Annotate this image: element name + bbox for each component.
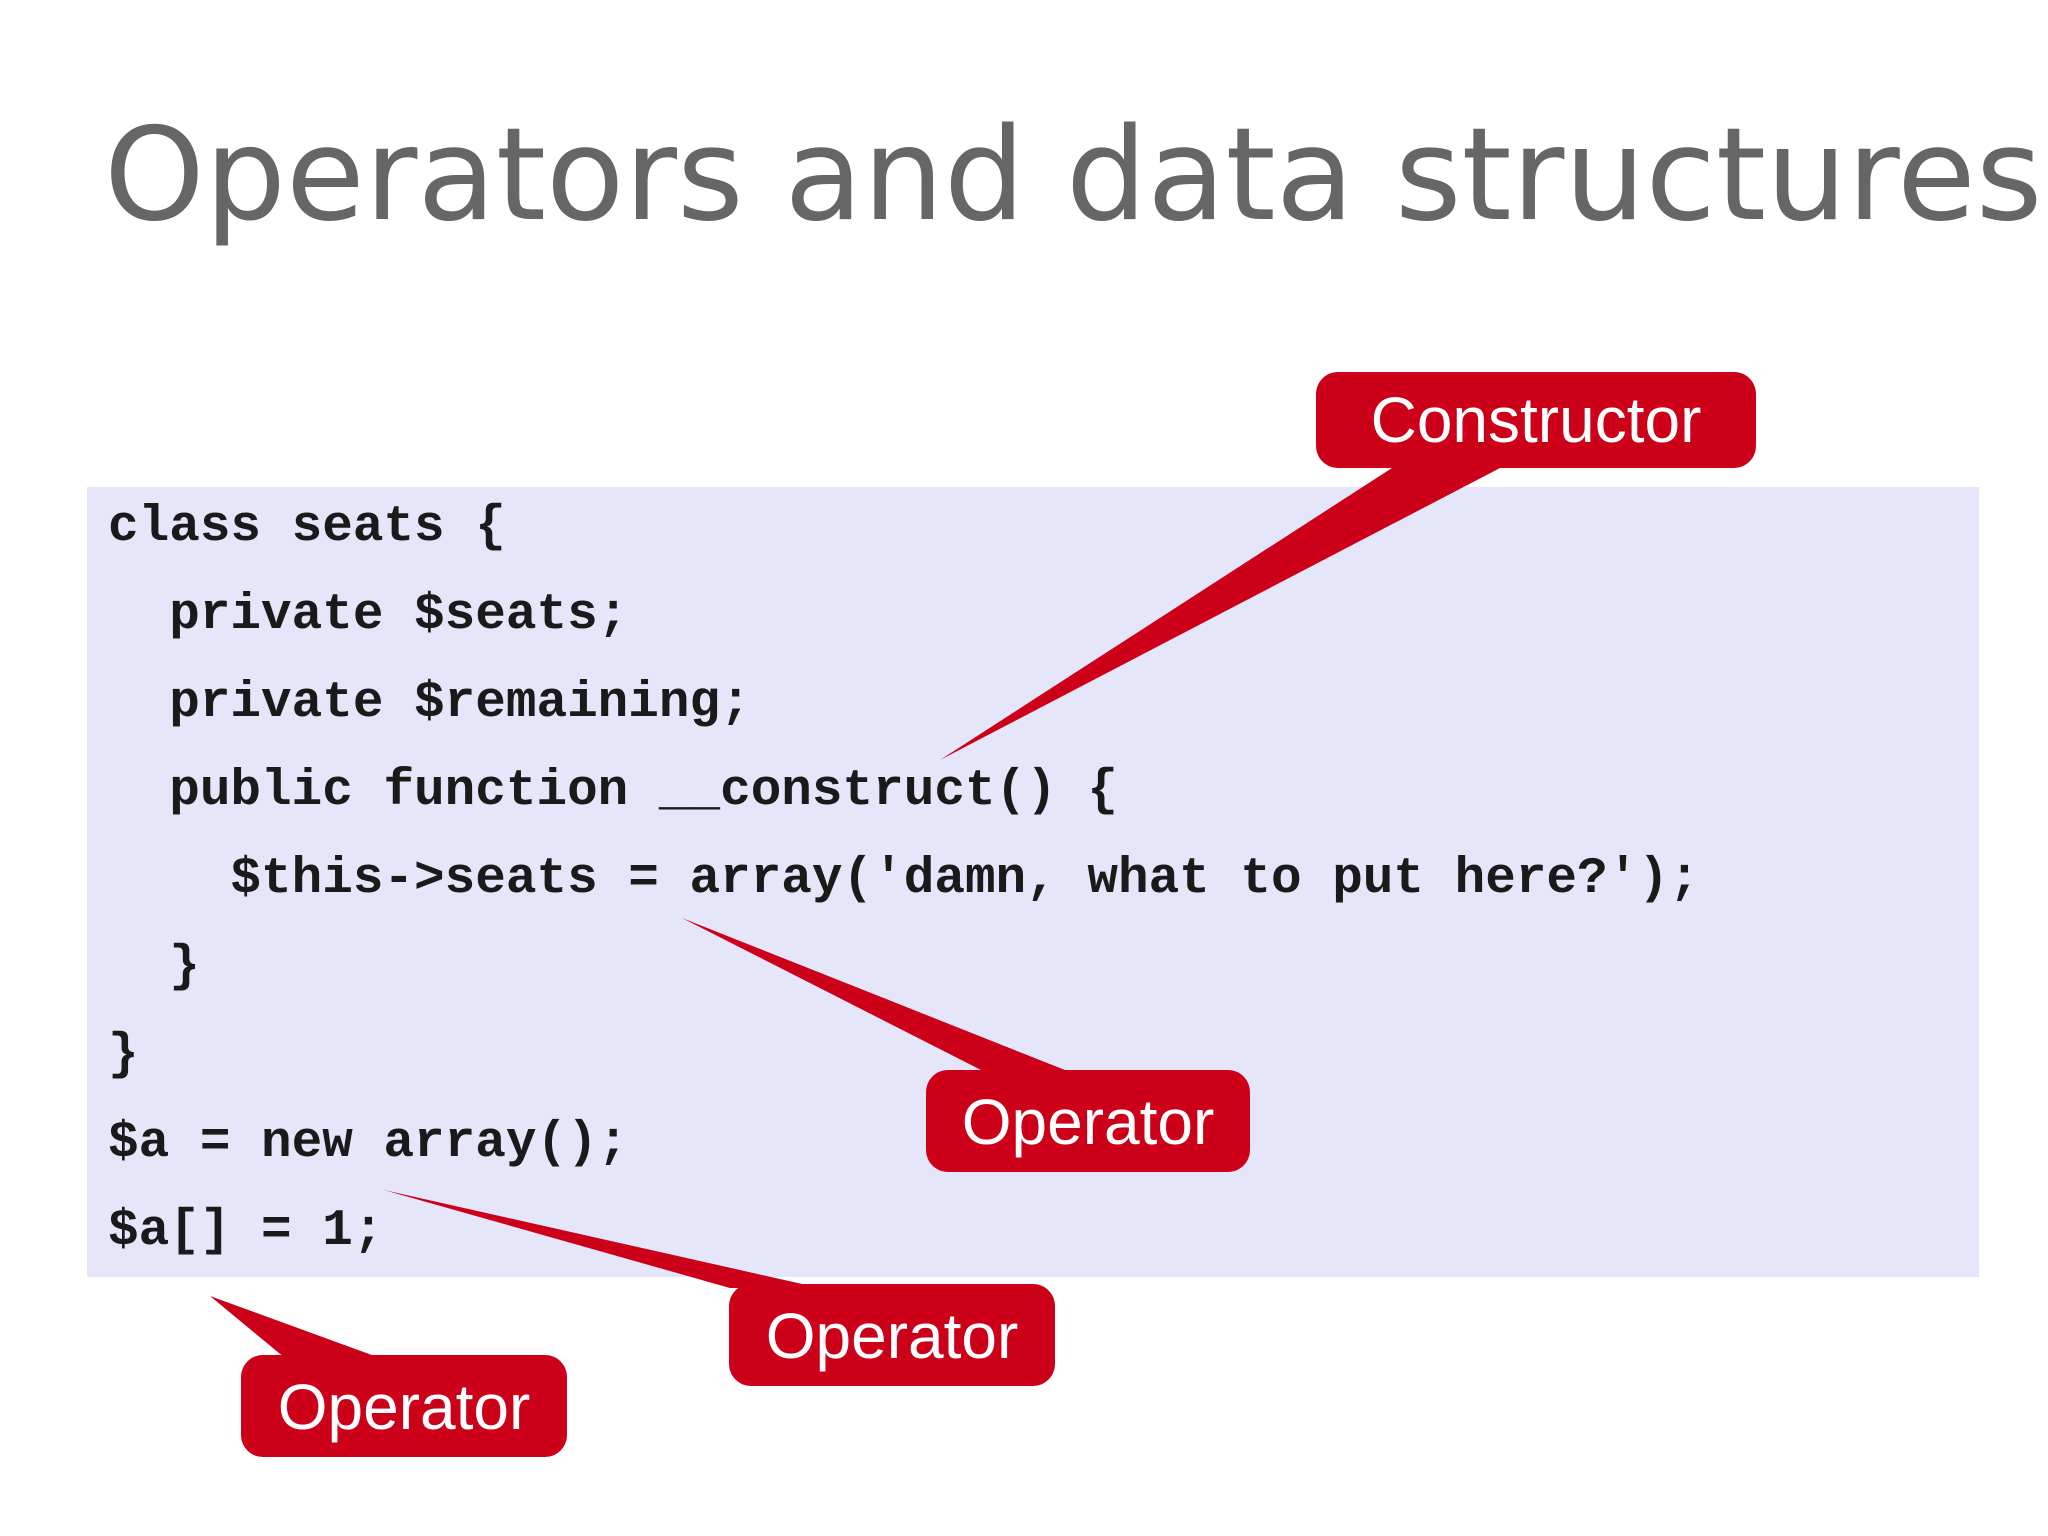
callout-operator-assign-label: Operator bbox=[961, 1086, 1215, 1158]
code-line-private-seats: private $seats; bbox=[108, 587, 629, 644]
code-line-append: $a[] = 1; bbox=[108, 1203, 384, 1260]
code-line-close-class: } bbox=[108, 1027, 139, 1084]
code-line-assign-array: $this->seats = array('damn, what to put … bbox=[108, 851, 1700, 908]
code-line-private-remaining: private $remaining; bbox=[108, 675, 751, 732]
code-line-class: class seats { bbox=[108, 499, 506, 556]
slide-title: Operators and data structures bbox=[104, 101, 2043, 250]
code-line-constructor: public function __construct() { bbox=[108, 763, 1118, 820]
code-line-close-function: } bbox=[108, 939, 200, 996]
callout-constructor-label: Constructor bbox=[1370, 384, 1702, 456]
code-line-new-array: $a = new array(); bbox=[108, 1115, 629, 1172]
callout-operator-new-label: Operator bbox=[765, 1300, 1019, 1372]
callout-operator-brackets-label: Operator bbox=[277, 1371, 531, 1443]
